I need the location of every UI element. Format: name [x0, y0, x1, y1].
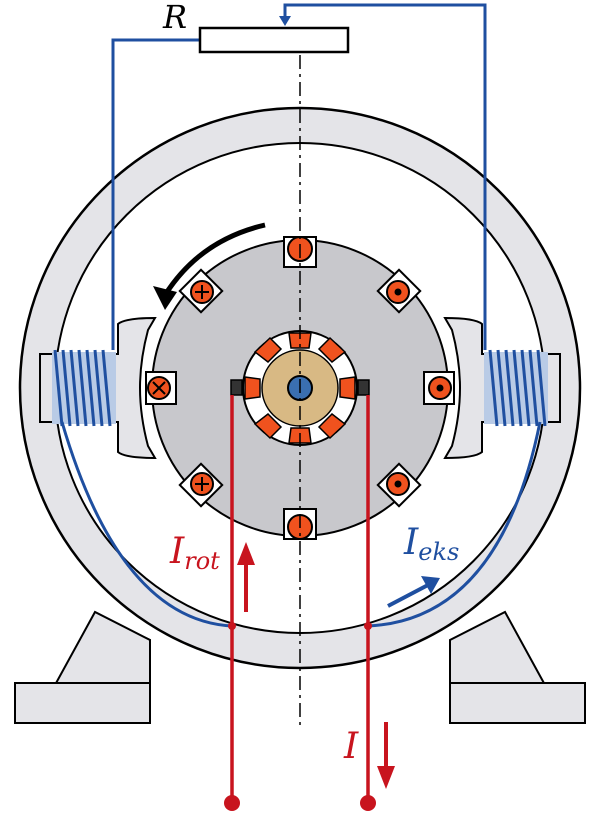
resistor-label: R	[162, 0, 187, 36]
rotor-current-label: Irot	[169, 531, 220, 575]
line-current-label: I	[343, 726, 359, 767]
rotor-current-arrow	[237, 542, 255, 612]
dot-in-circle-icon	[428, 376, 452, 400]
rotor-current-symbol: I	[169, 531, 185, 572]
cross-in-circle-icon	[190, 280, 214, 304]
line-current-arrow	[377, 722, 395, 789]
brushes	[230, 379, 370, 396]
resistor	[198, 26, 350, 54]
excitation-current-label: Ieks	[403, 522, 459, 566]
motor-feet	[14, 610, 586, 724]
field-coil-right	[484, 349, 548, 427]
dot-in-circle-icon	[386, 280, 410, 304]
excitation-current-subscript: eks	[418, 538, 459, 566]
field-coil-left	[52, 349, 116, 427]
curved-arrow-icon	[153, 222, 266, 310]
excitation-current-symbol: I	[403, 522, 419, 563]
excitation-circuit	[60, 3, 542, 628]
resistor-tap-arrow	[279, 16, 291, 26]
cross-in-circle-icon	[147, 376, 171, 400]
excitation-current-arrow	[387, 576, 440, 608]
rotor-circuit-nodes	[224, 622, 376, 811]
rotor-current-subscript: rot	[184, 547, 220, 575]
dot-in-circle-icon	[386, 472, 410, 496]
cross-in-circle-icon	[190, 472, 214, 496]
rotor-circuit	[230, 395, 370, 803]
